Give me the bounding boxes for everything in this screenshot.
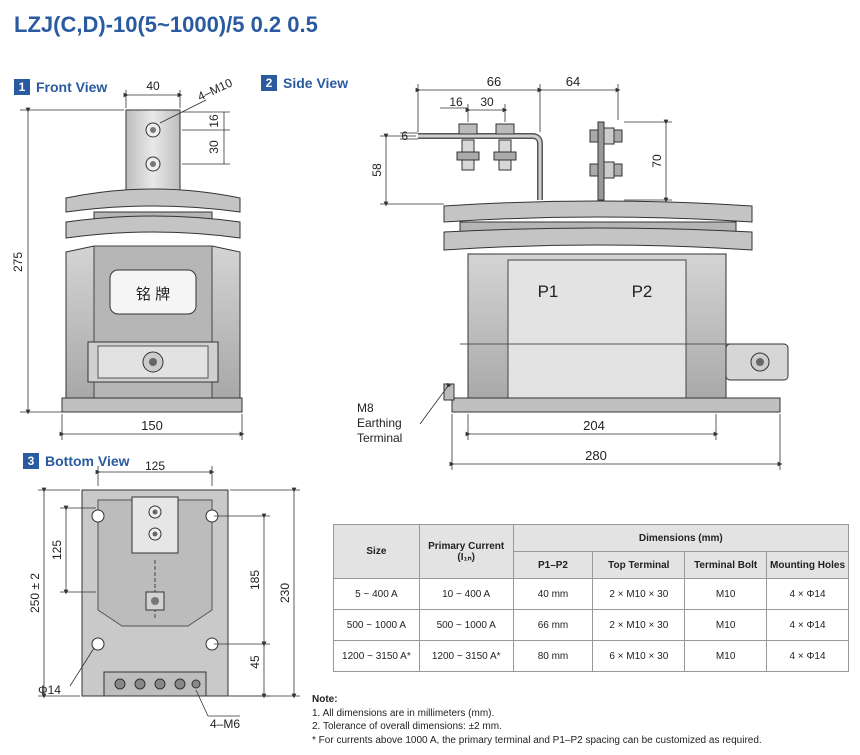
dimensions-table: Size Primary Current (I₁ₙ) Dimensions (m… bbox=[333, 524, 850, 672]
bottom-dim-phi14: Φ14 bbox=[38, 683, 61, 697]
front-dim-height: 275 bbox=[11, 252, 25, 272]
side-plate-bolt-upper bbox=[589, 127, 623, 145]
section-label: Side View bbox=[283, 75, 349, 91]
notes-title: Note: bbox=[312, 694, 338, 705]
table-header-terminal-bolt: Terminal Bolt bbox=[684, 551, 768, 579]
table-row: 1200 ~ 3150 A* 1200 ~ 3150 A* 80 mm 6 × … bbox=[333, 640, 849, 672]
bottom-dim-125-left: 125 bbox=[50, 540, 64, 560]
side-dim-16: 16 bbox=[449, 95, 463, 109]
page-title: LZJ(C,D)-10(5~1000)/5 0.2 0.5 bbox=[14, 12, 318, 37]
note-item: 2. Tolerance of overall dimensions: ±2 m… bbox=[312, 721, 502, 732]
side-dim-64: 64 bbox=[566, 74, 580, 89]
table-header-mounting-holes: Mounting Holes bbox=[766, 551, 849, 579]
table-header-dimensions: Dimensions (mm) bbox=[512, 524, 850, 552]
front-view-drawing: 铭 牌 40 4–M10 16 30 275 150 bbox=[11, 75, 245, 440]
side-dim-204: 204 bbox=[583, 418, 605, 433]
section-number: 1 bbox=[14, 79, 30, 95]
front-dim-30: 30 bbox=[207, 140, 221, 154]
front-dim-top-width: 40 bbox=[146, 79, 160, 93]
bottom-dim-125-top: 125 bbox=[145, 459, 165, 473]
section-label: Bottom View bbox=[45, 453, 130, 469]
table-header-size: Size bbox=[333, 524, 420, 579]
side-bus-bar-highlight bbox=[418, 134, 542, 200]
front-base bbox=[61, 397, 243, 413]
section-front-view: 1 Front View bbox=[14, 79, 107, 95]
bottom-terminal-bar bbox=[131, 496, 179, 554]
section-label: Front View bbox=[36, 79, 108, 95]
front-shed-bottom bbox=[65, 215, 241, 239]
side-bus-bar bbox=[418, 133, 543, 200]
side-earthing-label-1: M8 bbox=[357, 401, 374, 415]
side-label-p1: P1 bbox=[538, 282, 559, 301]
side-earthing-label-2: Earthing bbox=[357, 416, 402, 430]
side-vertical-plate bbox=[597, 121, 605, 201]
side-secondary-bolt-core bbox=[756, 358, 764, 366]
note-item: 1. All dimensions are in millimeters (mm… bbox=[312, 707, 495, 719]
front-dim-16: 16 bbox=[207, 114, 221, 128]
side-plate-bolt-lower bbox=[589, 161, 623, 179]
front-dim-base: 150 bbox=[141, 418, 163, 433]
bottom-dim-250: 250 ± 2 bbox=[28, 573, 42, 613]
front-secondary-bolt-core bbox=[149, 358, 157, 366]
side-earthing-bolt bbox=[443, 383, 455, 401]
bottom-dim-m6: 4–M6 bbox=[210, 717, 240, 731]
side-top-terminal-left bbox=[456, 123, 480, 171]
table-header-top-terminal: Top Terminal bbox=[592, 551, 686, 579]
front-shed-top bbox=[65, 188, 241, 213]
front-terminal-bar bbox=[125, 109, 181, 191]
bottom-dim-45: 45 bbox=[248, 655, 262, 669]
bottom-view-drawing: 125 125 250 ± 2 185 230 45 Φ14 4–M6 bbox=[28, 459, 300, 731]
section-bottom-view: 3 Bottom View bbox=[23, 453, 130, 469]
side-view-drawing: P1 P2 66 64 16 30 6 58 70 204 bbox=[357, 74, 789, 470]
side-body-window bbox=[507, 259, 687, 401]
front-bolt-lower-core bbox=[150, 161, 156, 167]
notes-block: Note: 1. All dimensions are in millimete… bbox=[312, 693, 762, 747]
bottom-dim-230: 230 bbox=[278, 583, 292, 603]
section-side-view: 2 Side View bbox=[261, 75, 348, 91]
side-label-p2: P2 bbox=[632, 282, 653, 301]
table-header-primary-current: Primary Current (I₁ₙ) bbox=[418, 524, 514, 579]
side-dim-66: 66 bbox=[487, 74, 501, 89]
table-header-p1p2: P1–P2 bbox=[512, 551, 594, 579]
side-top-terminal-right bbox=[493, 123, 517, 171]
side-dim-30: 30 bbox=[480, 95, 494, 109]
bottom-dim-185: 185 bbox=[248, 570, 262, 590]
note-item: * For currents above 1000 A, the primary… bbox=[312, 734, 762, 746]
section-number: 3 bbox=[23, 453, 39, 469]
side-shed-top bbox=[443, 200, 753, 223]
section-number: 2 bbox=[261, 75, 277, 91]
side-dim-280: 280 bbox=[585, 448, 607, 463]
table-row: 5 ~ 400 A 10 ~ 400 A 40 mm 2 × M10 × 30 … bbox=[333, 578, 849, 610]
front-nameplate bbox=[109, 269, 197, 315]
bottom-mount-hole-tl bbox=[91, 509, 105, 523]
table-row: 500 ~ 1000 A 500 ~ 1000 A 66 mm 2 × M10 … bbox=[333, 609, 849, 641]
bottom-mount-hole-bl bbox=[91, 637, 105, 651]
side-dim-58: 58 bbox=[370, 163, 384, 177]
side-shed-bottom bbox=[443, 227, 753, 251]
side-dim-70: 70 bbox=[650, 154, 664, 168]
side-base bbox=[451, 397, 781, 413]
side-earthing-label-3: Terminal bbox=[357, 431, 402, 445]
front-bolt-upper-core bbox=[150, 127, 156, 133]
front-dim-bolt: 4–M10 bbox=[195, 75, 234, 103]
front-nameplate-text: 铭 牌 bbox=[136, 286, 170, 303]
